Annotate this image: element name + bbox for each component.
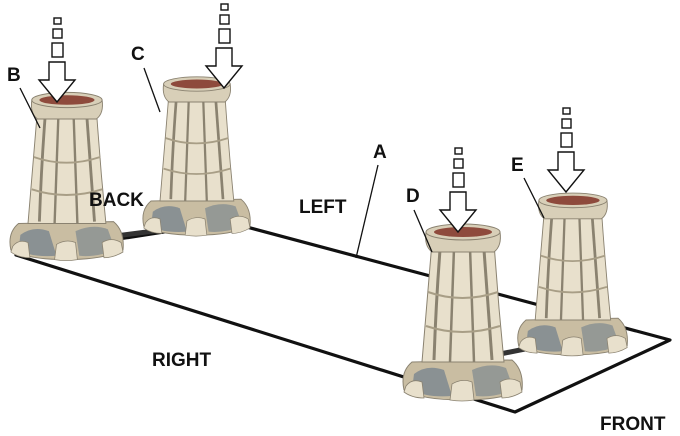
- foot-e: [516, 191, 629, 358]
- label-d: D: [406, 186, 420, 207]
- down-arrow-icon: [205, 3, 243, 89]
- down-arrow-icon: [547, 107, 585, 193]
- label-c: C: [131, 44, 145, 65]
- label-a: A: [373, 142, 387, 163]
- down-arrow-icon: [439, 147, 477, 233]
- foot-c: [141, 75, 252, 238]
- foot-d: [401, 222, 524, 403]
- down-arrow-icon: [38, 17, 76, 103]
- label-e: E: [511, 155, 524, 176]
- label-left: LEFT: [299, 197, 347, 218]
- label-b: B: [7, 65, 21, 86]
- label-back: BACK: [89, 190, 144, 211]
- label-front: FRONT: [600, 414, 666, 435]
- foot-b: [8, 90, 125, 262]
- label-right: RIGHT: [152, 350, 212, 371]
